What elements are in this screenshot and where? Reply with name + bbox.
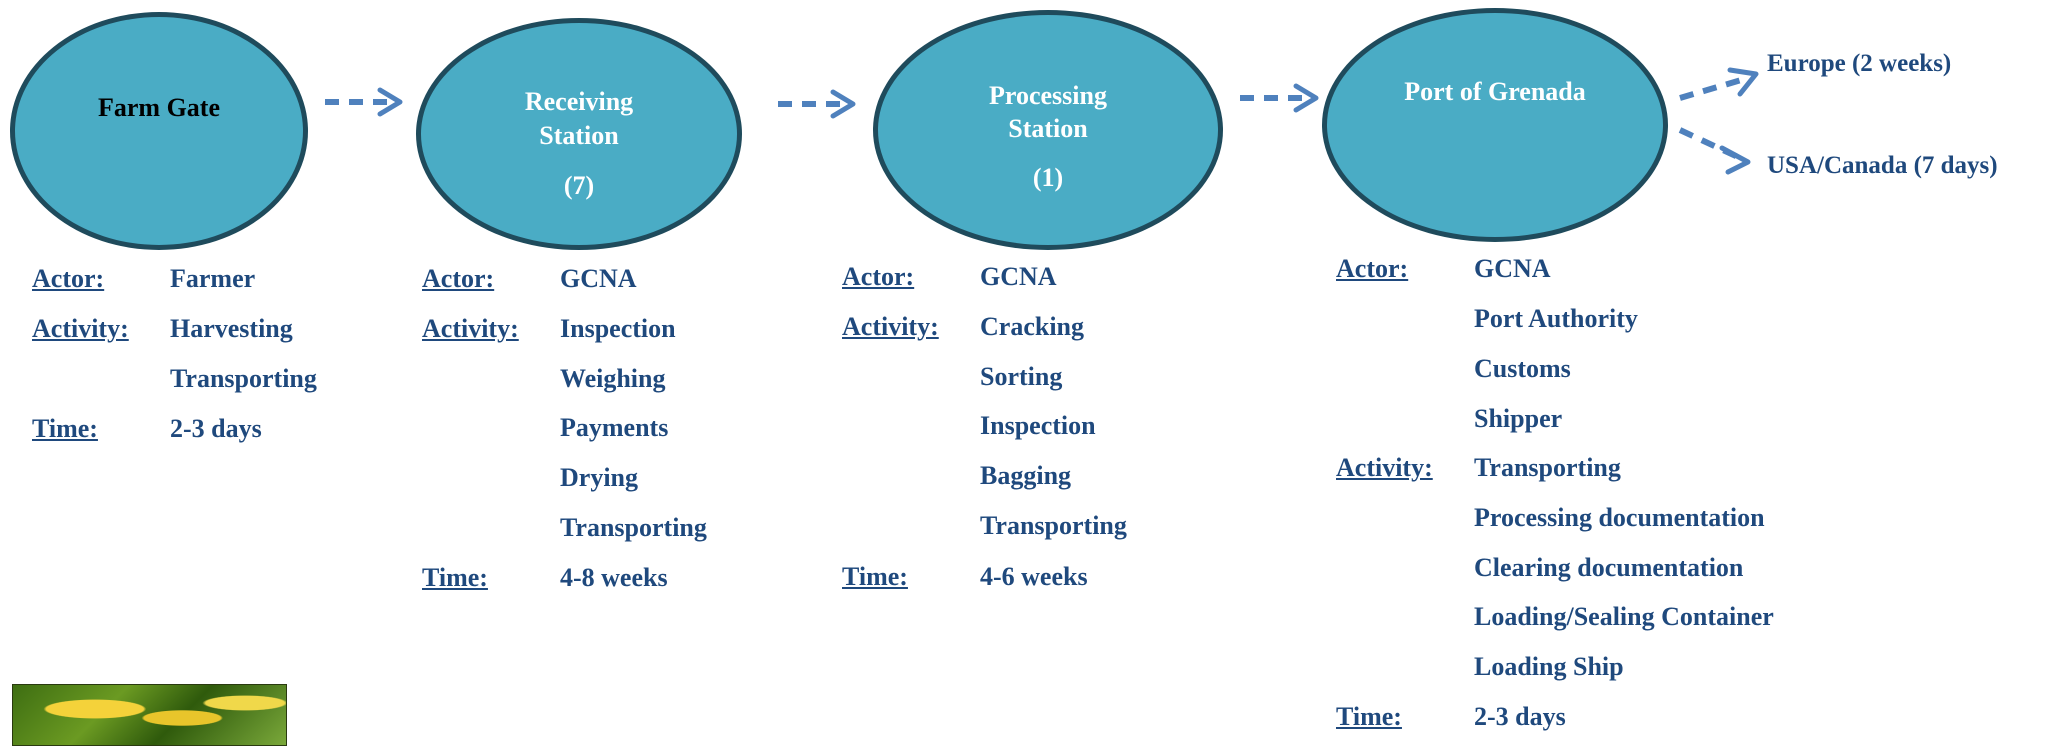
stage2-actor: GCNA — [560, 264, 637, 293]
node-receiving-station: Receiving Station (7) — [416, 18, 742, 250]
stage4-activity-4: Loading/Sealing Container — [1474, 602, 1774, 631]
node-port-of-grenada: Port of Grenada — [1322, 8, 1668, 242]
node-processing-count: (1) — [1032, 163, 1064, 192]
stage4-activity-label: Activity: — [1336, 453, 1433, 482]
stage1-actor-label: Actor: — [32, 264, 105, 293]
stage3-actor: GCNA — [980, 262, 1057, 291]
stage4-activity-1: Transporting — [1474, 453, 1621, 482]
stage2-activity-1: Inspection — [560, 314, 676, 343]
nutmeg-photo — [12, 684, 287, 746]
node-processing-label-line2: Station — [1008, 114, 1088, 143]
stage4-actor-1: GCNA — [1474, 254, 1551, 283]
stage3-activity-1: Cracking — [980, 312, 1084, 341]
stage1-activity-1: Harvesting — [170, 314, 293, 343]
stage4-activity-2: Processing documentation — [1474, 503, 1765, 532]
stage1-activity-2: Transporting — [170, 364, 317, 393]
arrow-port-to-europe-icon — [1679, 75, 1749, 101]
stage3-activity-4: Bagging — [980, 461, 1072, 490]
stage2-activity-4: Drying — [560, 463, 638, 492]
stage1-time-label: Time: — [32, 414, 98, 443]
stage3-activity-3: Inspection — [980, 411, 1096, 440]
stage3-time: 4-6 weeks — [980, 562, 1088, 591]
node-processing-label-line1: Processing — [989, 81, 1107, 110]
stage4-actor-3: Customs — [1474, 354, 1571, 383]
stage1-activity-label: Activity: — [32, 314, 129, 343]
node-farm-gate: Farm Gate — [10, 12, 308, 250]
stage1-actor: Farmer — [170, 264, 256, 293]
stage4-activity-5: Loading Ship — [1474, 652, 1624, 681]
stage4-activity-3: Clearing documentation — [1474, 553, 1744, 582]
stage4-actor-2: Port Authority — [1474, 304, 1638, 333]
node-farm-gate-label: Farm Gate — [97, 93, 220, 122]
stage2-activity-2: Weighing — [560, 364, 666, 393]
stage2-activity-5: Transporting — [560, 513, 707, 542]
node-port-label: Port of Grenada — [1404, 77, 1586, 106]
node-receiving-count: (7) — [563, 171, 595, 200]
stage2-time-label: Time: — [422, 563, 488, 592]
node-processing-station: Processing Station (1) — [873, 10, 1223, 250]
stage2-activity-label: Activity: — [422, 314, 519, 343]
stage2-time: 4-8 weeks — [560, 563, 668, 592]
destination-europe: Europe (2 weeks) — [1767, 50, 1952, 77]
node-receiving-label-line2: Station — [539, 121, 619, 150]
node-receiving-label-line1: Receiving — [524, 87, 634, 116]
stage3-time-label: Time: — [842, 562, 908, 591]
stage2-actor-label: Actor: — [422, 264, 495, 293]
stage4-actor-label: Actor: — [1336, 254, 1409, 283]
destination-usa-canada: USA/Canada (7 days) — [1767, 152, 1998, 179]
stage3-activity-5: Transporting — [980, 511, 1127, 540]
stage3-activity-label: Activity: — [842, 312, 939, 341]
stage2-activity-3: Payments — [560, 413, 669, 442]
stage1-time: 2-3 days — [170, 414, 262, 443]
stage3-activity-2: Sorting — [980, 362, 1063, 391]
stage4-actor-4: Shipper — [1474, 404, 1563, 433]
stage3-actor-label: Actor: — [842, 262, 915, 291]
stage4-time-label: Time: — [1336, 702, 1402, 731]
stage4-time: 2-3 days — [1474, 702, 1566, 731]
